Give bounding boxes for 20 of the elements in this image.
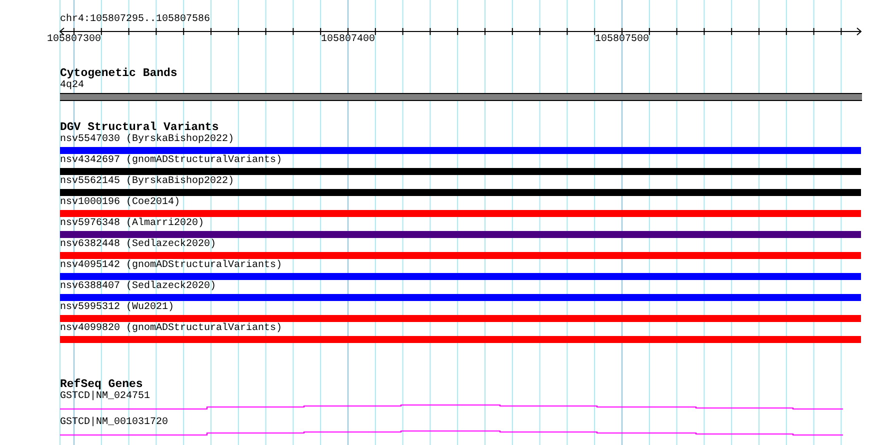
feature-label: nsv4342697 (gnomADStructuralVariants)	[60, 155, 282, 167]
feature-label: nsv6382448 (Sedlazeck2020)	[60, 239, 216, 251]
feature-label: nsv4095142 (gnomADStructuralVariants)	[60, 260, 282, 272]
feature-label: nsv5995312 (Wu2021)	[60, 302, 174, 314]
feature-label: nsv5547030 (ByrskaBishop2022)	[60, 134, 234, 146]
feature-label: nsv5562145 (ByrskaBishop2022)	[60, 176, 234, 188]
feature-label: nsv6388407 (Sedlazeck2020)	[60, 281, 216, 293]
feature-label: nsv1000196 (Coe2014)	[60, 197, 180, 209]
feature-label: 4q24	[60, 80, 84, 92]
feature-label: nsv5976348 (Almarri2020)	[60, 218, 204, 230]
tick-label: 105807500	[595, 34, 649, 46]
track-heading: Cytogenetic Bands	[60, 67, 178, 80]
feature-label: nsv4099820 (gnomADStructuralVariants)	[60, 323, 282, 335]
tick-label: 105807400	[321, 34, 375, 46]
region-title: chr4:105807295..105807586	[60, 14, 210, 26]
track-heading: RefSeq Genes	[60, 378, 143, 391]
feature-label: GSTCD|NM_024751	[60, 391, 150, 403]
feature-label: GSTCD|NM_001031720	[60, 417, 168, 429]
track-heading: DGV Structural Variants	[60, 121, 219, 134]
tick-label: 105807300	[47, 34, 101, 46]
